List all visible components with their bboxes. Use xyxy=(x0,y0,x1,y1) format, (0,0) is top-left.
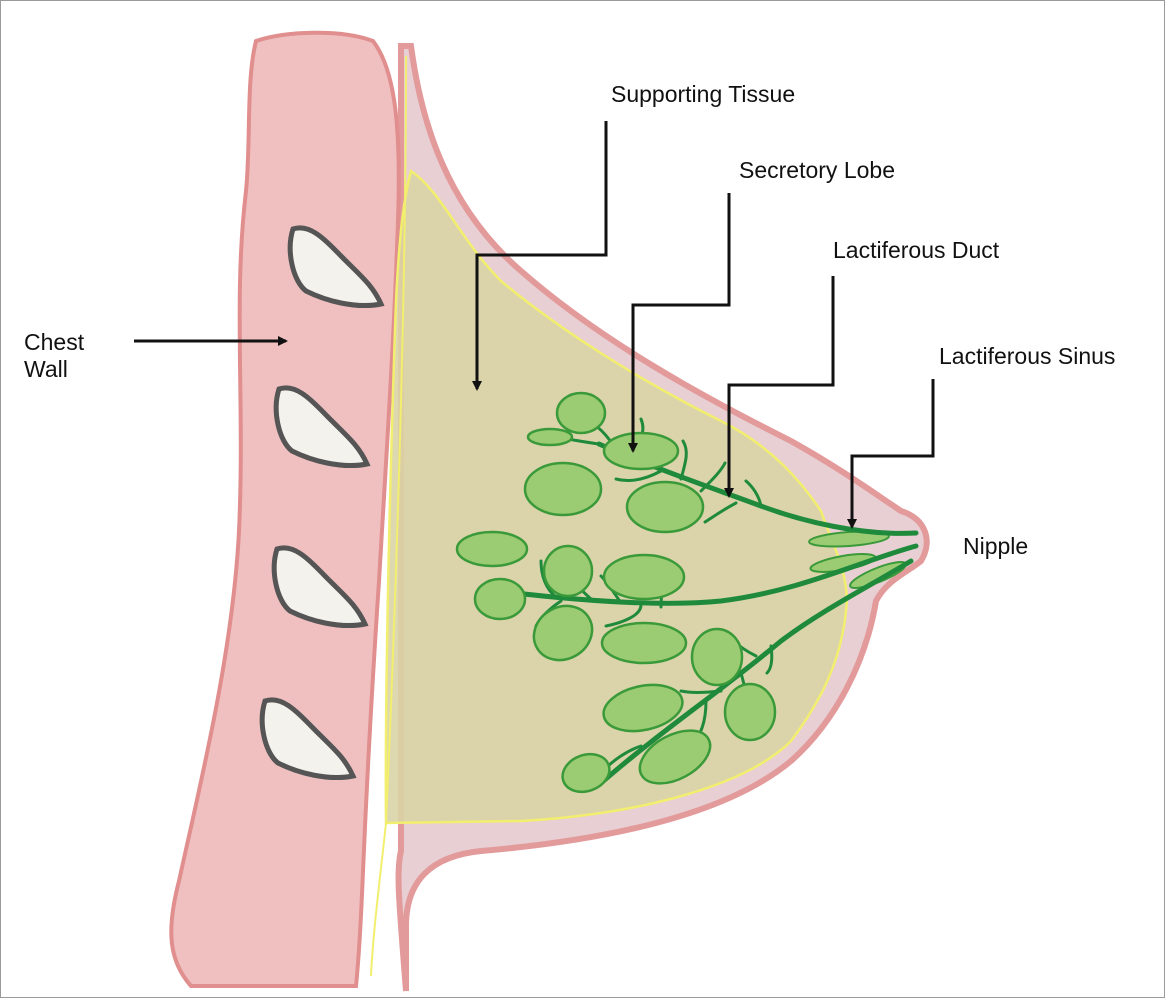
lobule xyxy=(544,546,592,596)
lobule xyxy=(528,429,572,445)
lobule xyxy=(627,482,703,532)
lobule xyxy=(604,555,684,599)
label-lactiferous-sinus: Lactiferous Sinus xyxy=(939,343,1115,370)
label-chest-wall: Chest Wall xyxy=(24,329,84,383)
label-chest-wall-line1: Chest xyxy=(24,329,84,356)
label-supporting-tissue: Supporting Tissue xyxy=(611,81,795,108)
label-chest-wall-line2: Wall xyxy=(24,356,84,383)
label-secretory-lobe: Secretory Lobe xyxy=(739,157,895,184)
lobule xyxy=(475,579,525,619)
lobule xyxy=(604,433,678,469)
lobule xyxy=(525,463,601,515)
chest-wall xyxy=(171,33,399,986)
lobule xyxy=(725,684,775,740)
label-lactiferous-duct: Lactiferous Duct xyxy=(833,237,999,264)
lobule xyxy=(602,623,686,663)
lobule xyxy=(557,393,605,433)
lobule xyxy=(692,629,742,685)
fascia-line-2 xyxy=(371,823,386,976)
label-nipple: Nipple xyxy=(963,533,1028,560)
lobule xyxy=(457,532,527,566)
